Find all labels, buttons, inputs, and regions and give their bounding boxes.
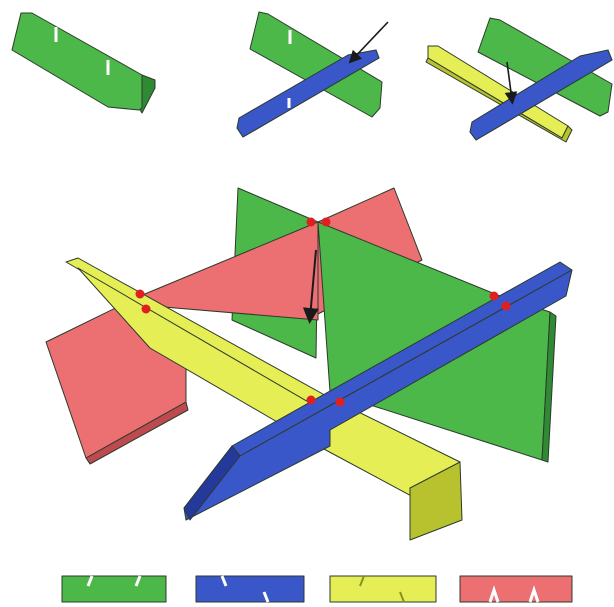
yellow-panel-front-edge: [409, 461, 463, 541]
blue-panel: [469, 49, 613, 141]
legend-piece-red: [459, 575, 573, 603]
blue-panel-face: [236, 49, 380, 138]
contact-points: [135, 217, 511, 407]
green-piece-slot: [134, 575, 142, 587]
contact-dot: [141, 304, 151, 314]
yellow-piece-slot: [359, 575, 365, 587]
green-panel-face: [11, 12, 143, 111]
blue-panel-front-edge: [183, 445, 241, 521]
green-panel: [249, 11, 383, 118]
contact-dot: [306, 395, 316, 405]
green-panel: [477, 17, 613, 117]
blue-panel: [236, 49, 380, 138]
yellow-panel: [425, 45, 573, 143]
step-2-diagram: [236, 11, 389, 138]
main-assembly: [45, 187, 573, 541]
contact-dot: [306, 217, 316, 227]
legend-pieces: [61, 575, 573, 603]
contact-dot: [335, 397, 345, 407]
green-panel-face: [477, 17, 613, 117]
yellow-piece: [329, 575, 437, 603]
legend-piece-green: [61, 575, 167, 603]
red-piece-slot: [528, 585, 540, 603]
green-panel: [11, 12, 156, 114]
blue-piece: [195, 575, 305, 603]
green-piece: [61, 575, 167, 603]
blue-piece-slot: [220, 575, 228, 587]
green-panel-face: [249, 11, 383, 118]
step-1-diagram: [11, 12, 156, 114]
blue-piece-slot: [262, 591, 270, 603]
red-panel-lower-edge: [85, 401, 189, 465]
contact-dot: [489, 291, 499, 301]
green-panel-right-edge: [541, 311, 557, 463]
legend-piece-yellow: [329, 575, 437, 603]
step-3-diagram: [425, 17, 613, 143]
red-piece-slot: [488, 585, 500, 603]
contact-dot: [321, 217, 331, 227]
red-piece: [459, 575, 573, 603]
contact-dot: [501, 301, 511, 311]
insert-arrow: [302, 249, 319, 324]
legend-piece-blue: [195, 575, 305, 603]
blue-panel-face: [469, 49, 613, 141]
contact-dot: [135, 289, 145, 299]
insert-arrow: [504, 61, 518, 105]
insert-arrow: [348, 21, 389, 64]
green-piece-slot: [86, 575, 94, 587]
yellow-piece-slot: [399, 591, 405, 603]
yellow-panel-side: [425, 57, 573, 143]
red-panel-left: [139, 221, 319, 321]
